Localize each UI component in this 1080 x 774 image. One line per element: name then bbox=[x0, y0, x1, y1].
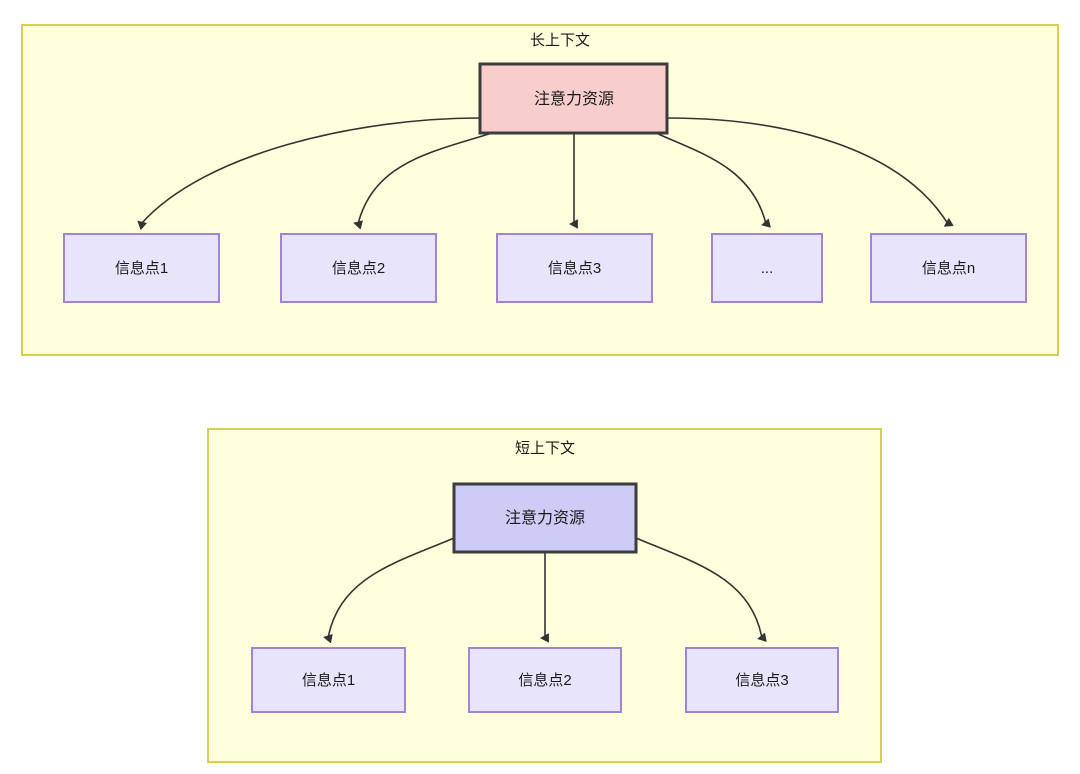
node-info-point-2-short[interactable]: 信息点2 bbox=[468, 647, 622, 713]
node-info-point-ellipsis-long[interactable]: ... bbox=[711, 233, 823, 303]
edge-root-to-info3-short bbox=[635, 537, 762, 638]
edge-root-to-infon bbox=[666, 117, 948, 224]
node-attention-resource-long-label: 注意力资源 bbox=[534, 89, 614, 108]
edge-root-to-info-ellipsis bbox=[655, 132, 766, 224]
node-info-point-3-short[interactable]: 信息点3 bbox=[685, 647, 839, 713]
node-info-point-n-long-box[interactable] bbox=[870, 233, 1027, 303]
node-info-point-2-long[interactable]: 信息点2 bbox=[280, 233, 437, 303]
section-short-context: 短上下文 注意力资源 信息点1 信息点2 信息点3 bbox=[207, 428, 882, 763]
node-info-point-1-long[interactable]: 信息点1 bbox=[63, 233, 220, 303]
node-info-point-3-long[interactable]: 信息点3 bbox=[496, 233, 653, 303]
node-info-point-n-long-label: 信息点n bbox=[922, 260, 975, 277]
node-info-point-2-long-box[interactable] bbox=[280, 233, 437, 303]
node-info-point-ellipsis-long-box[interactable] bbox=[711, 233, 823, 303]
node-info-point-ellipsis-long-label: ... bbox=[761, 260, 774, 277]
node-attention-resource-short-label: 注意力资源 bbox=[505, 508, 585, 527]
node-info-point-1-short-box[interactable] bbox=[251, 647, 406, 713]
node-info-point-3-short-label: 信息点3 bbox=[735, 672, 788, 689]
node-attention-resource-short-box[interactable] bbox=[452, 482, 638, 554]
node-attention-resource-long[interactable]: 注意力资源 bbox=[478, 62, 669, 135]
node-info-point-3-long-label: 信息点3 bbox=[548, 260, 601, 277]
node-info-point-1-short-label: 信息点1 bbox=[302, 672, 355, 689]
short-context-title: 短上下文 bbox=[515, 440, 575, 457]
node-info-point-n-long[interactable]: 信息点n bbox=[870, 233, 1027, 303]
node-attention-resource-long-box[interactable] bbox=[478, 62, 669, 135]
node-attention-resource-short[interactable]: 注意力资源 bbox=[452, 482, 638, 554]
edge-root-to-info2 bbox=[358, 132, 493, 224]
node-info-point-3-short-box[interactable] bbox=[685, 647, 839, 713]
node-info-point-2-long-label: 信息点2 bbox=[332, 260, 385, 277]
node-info-point-1-long-box[interactable] bbox=[63, 233, 220, 303]
section-long-context: 长上下文 注意力资源 信息点1 信息点2 信 bbox=[21, 24, 1059, 356]
edge-root-to-info1 bbox=[141, 117, 481, 224]
node-info-point-2-short-box[interactable] bbox=[468, 647, 622, 713]
node-info-point-1-long-label: 信息点1 bbox=[115, 260, 168, 277]
edge-root-to-info1-short bbox=[328, 537, 455, 638]
node-info-point-2-short-label: 信息点2 bbox=[518, 672, 571, 689]
node-info-point-3-long-box[interactable] bbox=[496, 233, 653, 303]
node-info-point-1-short[interactable]: 信息点1 bbox=[251, 647, 406, 713]
long-context-title: 长上下文 bbox=[530, 32, 590, 49]
